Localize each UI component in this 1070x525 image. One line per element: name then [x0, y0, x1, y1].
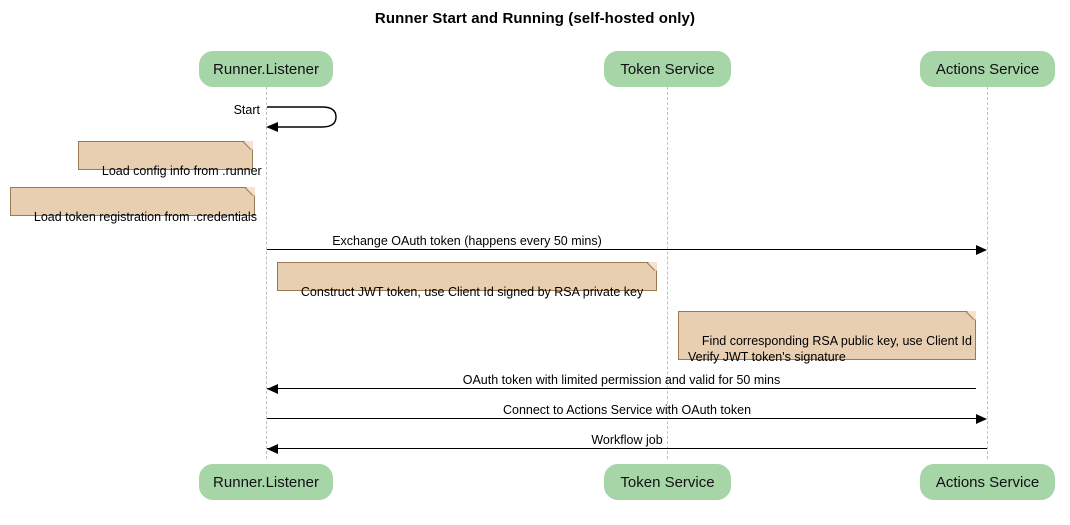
note-text-load-config-info: Load config info from .runner — [101, 164, 262, 178]
note-fold-edge-icon — [245, 187, 255, 197]
participant-runner-listener-bottom[interactable]: Runner.Listener — [199, 464, 333, 500]
message-arrow-start — [266, 106, 337, 132]
message-label-exchange-oauth-token: Exchange OAuth token (happens every 50 m… — [332, 234, 602, 248]
message-line-connect-actions-service — [267, 418, 976, 419]
note-load-token-registration: Load token registration from .credential… — [10, 187, 257, 224]
message-label-connect-actions-service: Connect to Actions Service with OAuth to… — [502, 403, 752, 417]
note-fold-edge-icon — [647, 262, 657, 272]
note-verify-jwt-token: Find corresponding RSA public key, use C… — [678, 311, 976, 364]
message-arrowhead-workflow-job — [267, 444, 278, 454]
message-line-exchange-oauth-token — [267, 249, 976, 250]
page-title: Runner Start and Running (self-hosted on… — [374, 10, 696, 27]
message-label-workflow-job: Workflow job — [591, 433, 663, 447]
message-arrowhead-exchange-oauth-token — [976, 245, 987, 255]
participant-actions-service-bottom[interactable]: Actions Service — [920, 464, 1055, 500]
participant-token-service-bottom[interactable]: Token Service — [604, 464, 731, 500]
lifeline-actions — [987, 87, 988, 459]
participant-runner-listener-top[interactable]: Runner.Listener — [199, 51, 333, 87]
lifeline-runner — [266, 87, 267, 459]
lifeline-token — [667, 87, 668, 459]
note-text-verify-jwt-token: Find corresponding RSA public key, use C… — [688, 334, 972, 364]
participant-token-service-top[interactable]: Token Service — [604, 51, 731, 87]
message-arrowhead-oauth-token-reply — [267, 384, 278, 394]
message-label-start: Start — [233, 103, 260, 117]
note-construct-jwt-token: Construct JWT token, use Client Id signe… — [277, 262, 657, 299]
message-arrowhead-connect-actions-service — [976, 414, 987, 424]
note-text-construct-jwt-token: Construct JWT token, use Client Id signe… — [300, 285, 644, 299]
note-fold-edge-icon — [243, 141, 253, 151]
note-load-config-info: Load config info from .runner — [78, 141, 262, 178]
message-label-oauth-token-reply: OAuth token with limited permission and … — [462, 373, 781, 387]
message-line-oauth-token-reply — [267, 388, 976, 389]
participant-actions-service-top[interactable]: Actions Service — [920, 51, 1055, 87]
note-fold-edge-icon — [966, 311, 976, 321]
note-text-load-token-registration: Load token registration from .credential… — [33, 210, 257, 224]
message-line-workflow-job — [267, 448, 987, 449]
